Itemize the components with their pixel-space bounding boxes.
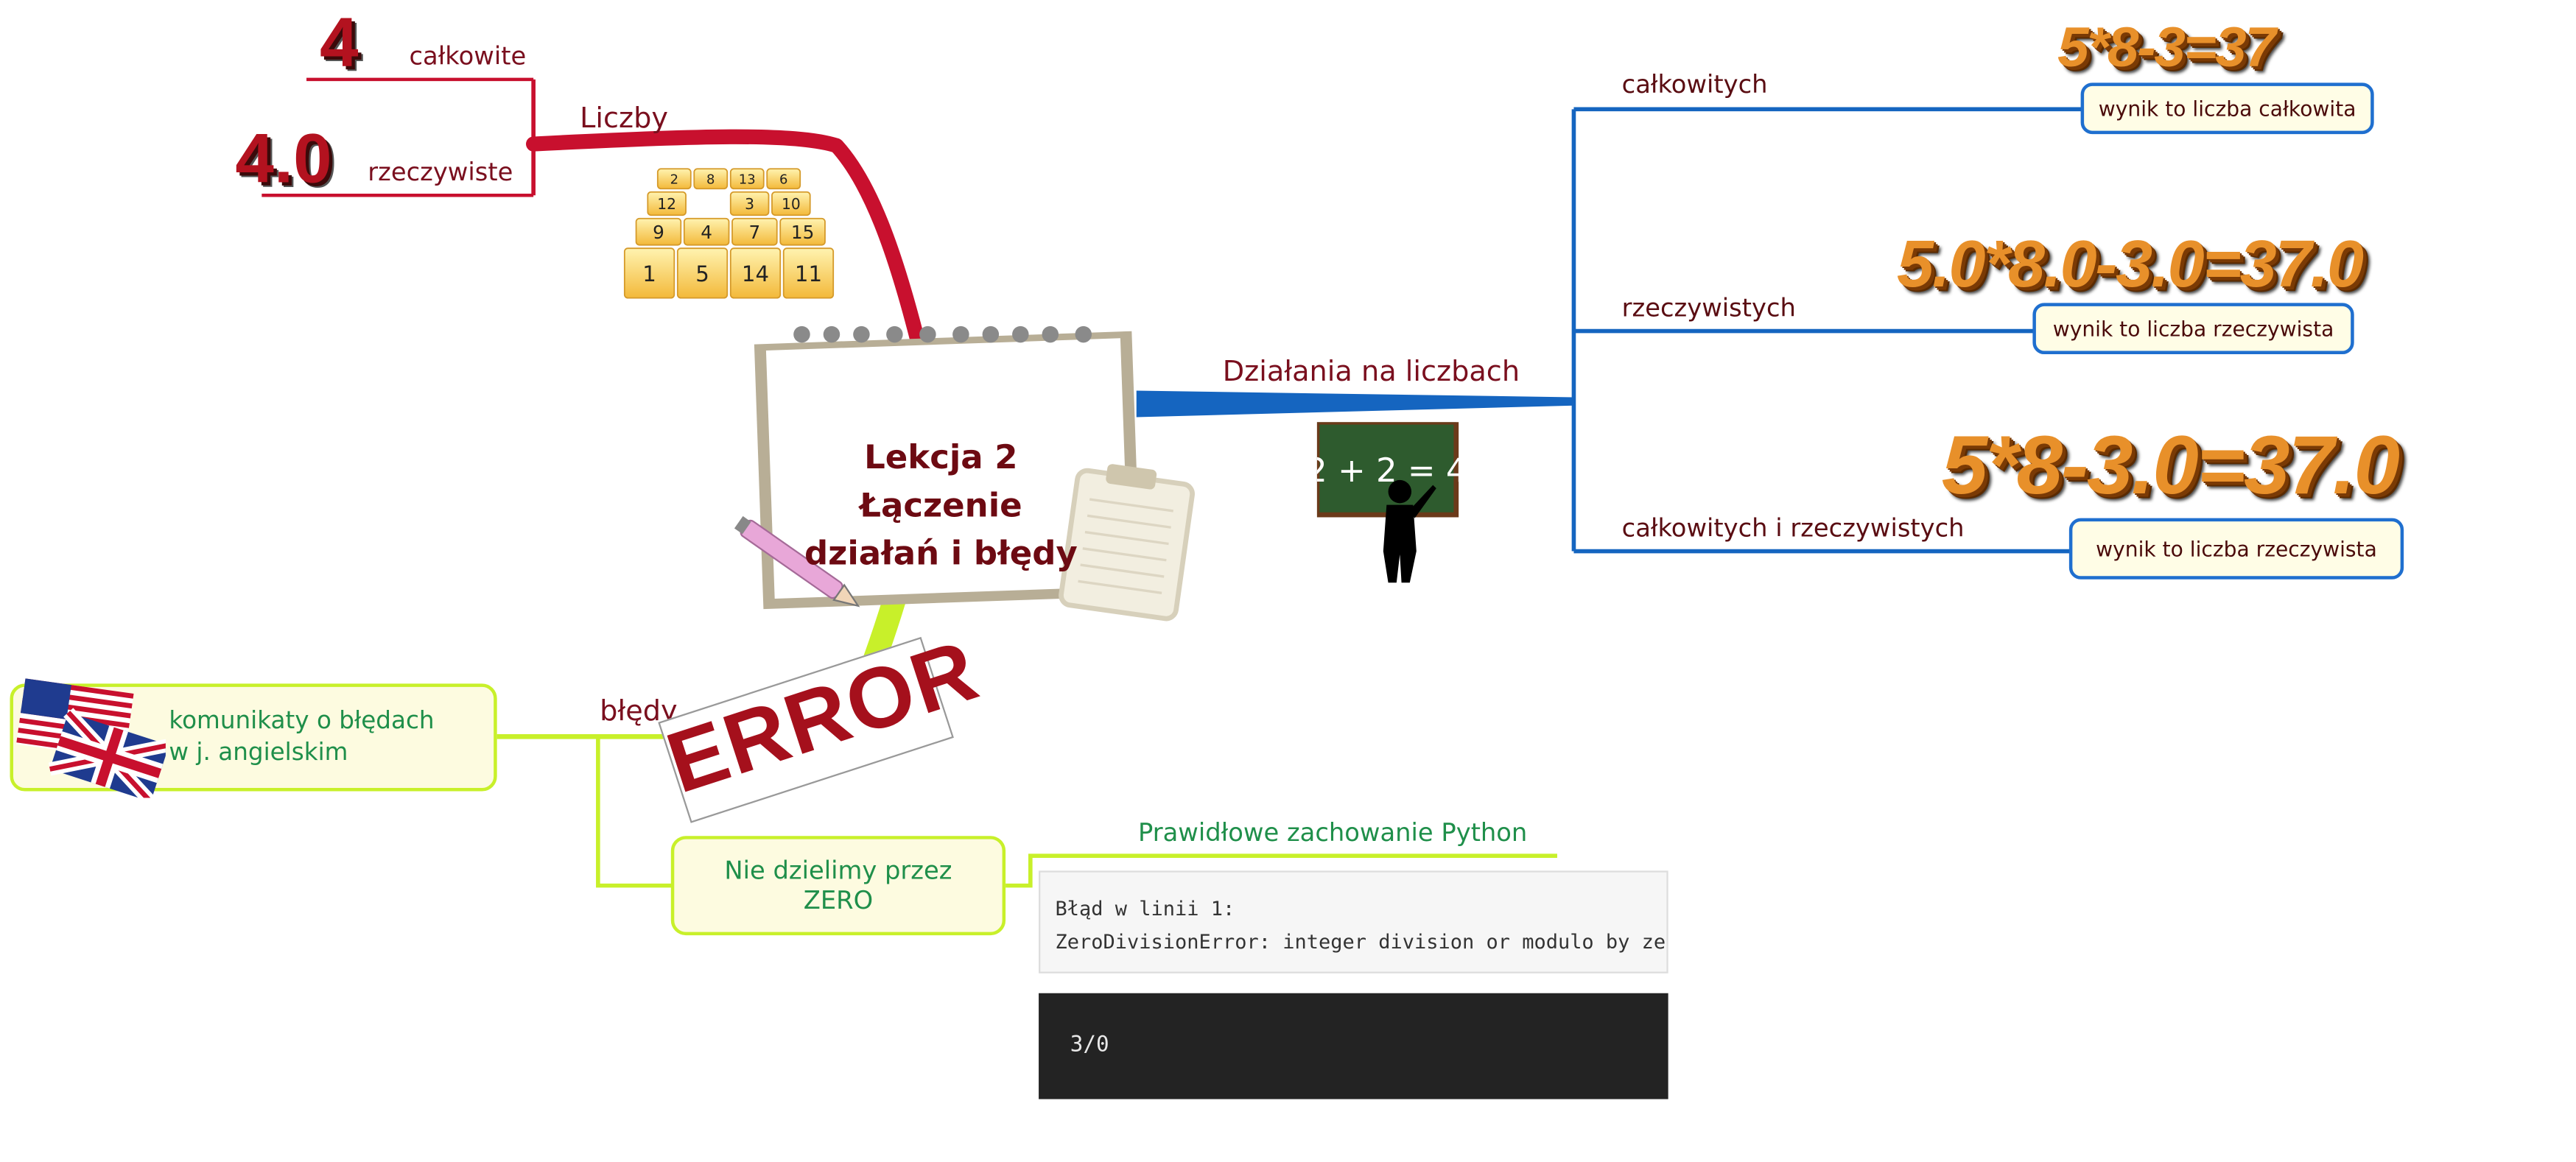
dzialania-label: Działania na liczbach bbox=[1222, 356, 1520, 390]
puzzle-tile-number: 1 bbox=[642, 261, 656, 286]
central-topic: Lekcja 2 Łączenie działań i błędy bbox=[792, 434, 1090, 578]
zero-division-box: Nie dzielimy przez ZERO bbox=[670, 836, 1006, 936]
puzzle-tile-number: 6 bbox=[779, 172, 787, 188]
op1-result-box: wynik to liczba całkowita bbox=[2080, 82, 2374, 135]
puzzle-tile-number: 15 bbox=[791, 222, 814, 243]
english-box-line1: komunikaty o błędach bbox=[169, 708, 435, 736]
op2-result-box: wynik to liczba rzeczywista bbox=[2032, 303, 2354, 355]
error-stamp-text: ERROR bbox=[656, 622, 990, 813]
puzzle-tile bbox=[729, 247, 782, 299]
puzzle-tile-number: 7 bbox=[749, 222, 761, 243]
puzzle-tile bbox=[766, 168, 801, 190]
error-line1: Błąd w linii 1: bbox=[1055, 897, 1235, 920]
puzzle-tile-number: 3 bbox=[745, 195, 754, 213]
dzialania-branch-wedge bbox=[1136, 390, 1574, 418]
error-stamp: ERROR bbox=[651, 622, 990, 823]
integer-number: 4 bbox=[320, 3, 359, 82]
real-number: 4.0 bbox=[235, 119, 332, 197]
puzzle-tile bbox=[635, 217, 682, 246]
op2-result: wynik to liczba rzeczywista bbox=[2052, 316, 2334, 342]
central-topic-line2: działań i błędy bbox=[804, 532, 1078, 573]
central-notepad-image bbox=[734, 325, 1195, 622]
op2-label: rzeczywistych bbox=[1621, 292, 1796, 323]
puzzle-tile-number: 12 bbox=[657, 195, 676, 213]
english-box-line2: w j. angielskim bbox=[169, 739, 348, 767]
blackboard-text: 2 + 2 = 4 bbox=[1317, 451, 1466, 490]
puzzle-tile-number: 13 bbox=[739, 172, 756, 188]
puzzle-tile bbox=[729, 168, 765, 190]
python-connector bbox=[1006, 853, 1557, 888]
zero-box-line1: Nie dzielimy przez bbox=[724, 856, 952, 886]
python-error-output: Błąd w linii 1: ZeroDivisionError: integ… bbox=[1039, 870, 1668, 973]
liczby-label: Liczby bbox=[580, 102, 669, 136]
error-line2: ZeroDivisionError: integer division or m… bbox=[1055, 930, 1668, 954]
python-behavior-label: Prawidłowe zachowanie Python bbox=[1137, 817, 1528, 848]
puzzle-tile bbox=[779, 217, 826, 246]
us-uk-flags-image bbox=[16, 678, 166, 798]
puzzle-tile bbox=[782, 247, 835, 299]
central-topic-line1: Lekcja 2 Łączenie bbox=[860, 437, 1022, 525]
op1-label: całkowitych bbox=[1621, 69, 1768, 99]
puzzle-tile-number: 5 bbox=[695, 261, 709, 286]
puzzle-tile-number: 4 bbox=[701, 222, 712, 243]
code-text: 3/0 bbox=[1070, 1032, 1109, 1058]
puzzle-tile-number: 8 bbox=[706, 172, 715, 188]
puzzle-tile-number: 2 bbox=[670, 172, 678, 188]
puzzle-tile bbox=[771, 191, 811, 216]
op2-equation: 5.0*8.0-3.0=37.0 bbox=[1896, 228, 2364, 302]
real-label: rzeczywiste bbox=[368, 157, 513, 188]
op3-equation: 5*8-3.0=37.0 bbox=[1941, 418, 2400, 512]
puzzle-tile-number: 14 bbox=[742, 261, 769, 286]
puzzle-tile bbox=[693, 168, 729, 190]
op3-result-box: wynik to liczba rzeczywista bbox=[2068, 518, 2404, 580]
puzzle-tile-number: 11 bbox=[795, 261, 822, 286]
puzzle-tile bbox=[647, 191, 687, 216]
blackboard-teacher-image: 2 + 2 = 4 bbox=[1316, 422, 1466, 583]
op3-label: całkowitych i rzeczywistych bbox=[1621, 513, 1965, 543]
integer-label: całkowite bbox=[409, 41, 527, 71]
liczby-branch-line bbox=[526, 129, 927, 356]
puzzle-tile bbox=[656, 168, 692, 190]
zero-box-line2: ZERO bbox=[803, 885, 874, 916]
puzzle-tile-number: 10 bbox=[782, 195, 801, 213]
puzzle-tile bbox=[729, 191, 770, 216]
python-code-editor: 3/0 bbox=[1039, 993, 1668, 1099]
puzzle-tile bbox=[683, 217, 730, 246]
op1-result: wynik to liczba całkowita bbox=[2098, 96, 2356, 122]
zero-connector bbox=[596, 736, 673, 888]
puzzle-tile bbox=[623, 247, 675, 299]
puzzle-tile-number: 9 bbox=[653, 222, 664, 243]
op1-equation: 5*8-3=37 bbox=[2057, 16, 2276, 80]
puzzle-tile bbox=[676, 247, 729, 299]
puzzle-tile bbox=[731, 217, 778, 246]
op3-result: wynik to liczba rzeczywista bbox=[2096, 536, 2377, 562]
